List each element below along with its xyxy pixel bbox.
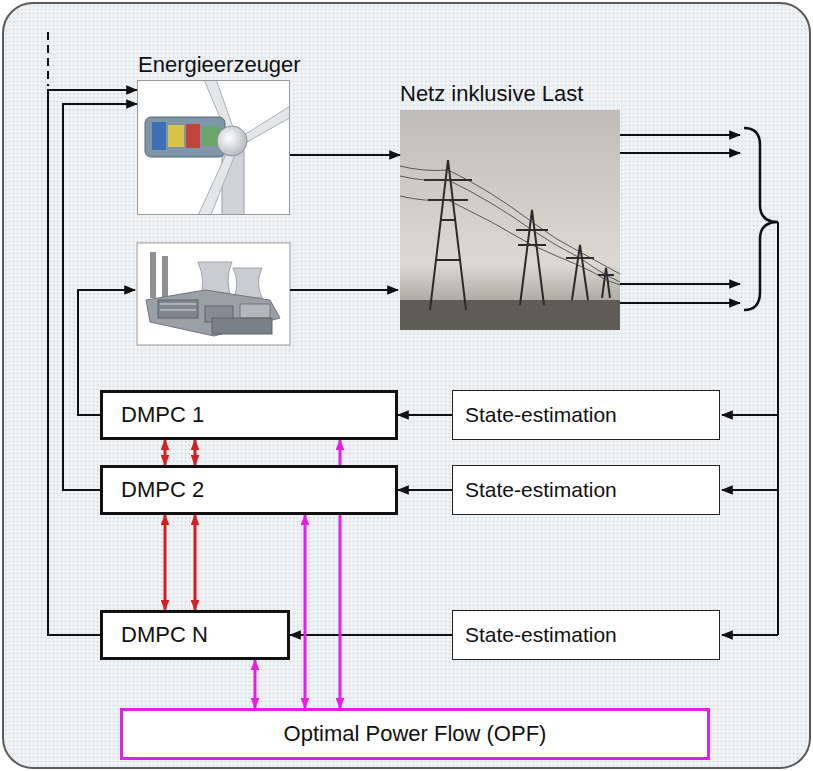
controller-box: DMPC N xyxy=(100,610,290,660)
controller-box: DMPC 2 xyxy=(100,465,398,515)
generator-node: Energieerzeuger xyxy=(137,80,290,215)
optimizer-box: Optimal Power Flow (OPF) xyxy=(120,708,710,760)
bracket xyxy=(744,128,778,310)
box-label: State-estimation xyxy=(465,478,617,502)
setpoint-arrow xyxy=(254,660,257,708)
group-heading: Energieerzeuger xyxy=(138,52,301,77)
box-label: DMPC 1 xyxy=(121,402,204,427)
power-grid-photo xyxy=(400,110,620,330)
coordination-arrow xyxy=(164,440,167,465)
signal-arrow xyxy=(48,90,137,635)
grid-node: Netz inklusive Last xyxy=(400,110,620,330)
box-label: DMPC 2 xyxy=(121,477,204,502)
signal-arrow xyxy=(398,489,452,491)
box-label: State-estimation xyxy=(465,403,617,427)
box-label: DMPC N xyxy=(121,622,208,647)
estimator-box: State-estimation xyxy=(452,465,720,515)
signal-arrow xyxy=(290,154,400,156)
coordination-arrow xyxy=(194,515,197,610)
box-label: State-estimation xyxy=(465,623,617,647)
signal-arrow xyxy=(398,414,452,416)
estimator-box: State-estimation xyxy=(452,610,720,660)
panel-ground xyxy=(3,3,810,768)
supply-arrow xyxy=(290,289,398,291)
estimator-box: State-estimation xyxy=(452,390,720,440)
controller-box: DMPC 1 xyxy=(100,390,398,440)
box-label: Optimal Power Flow (OPF) xyxy=(284,721,547,746)
feedback-bus xyxy=(722,222,778,635)
power-plant-picture xyxy=(137,243,290,345)
wind-turbine-picture xyxy=(137,80,290,215)
coordination-arrow xyxy=(164,515,167,610)
setpoint-arrow xyxy=(304,515,307,708)
group-heading: Netz inklusive Last xyxy=(400,81,583,106)
more-generators-line xyxy=(47,32,49,86)
measurement-arrows xyxy=(620,135,740,303)
signal-arrow xyxy=(290,634,452,636)
coordination-arrow xyxy=(194,440,197,465)
